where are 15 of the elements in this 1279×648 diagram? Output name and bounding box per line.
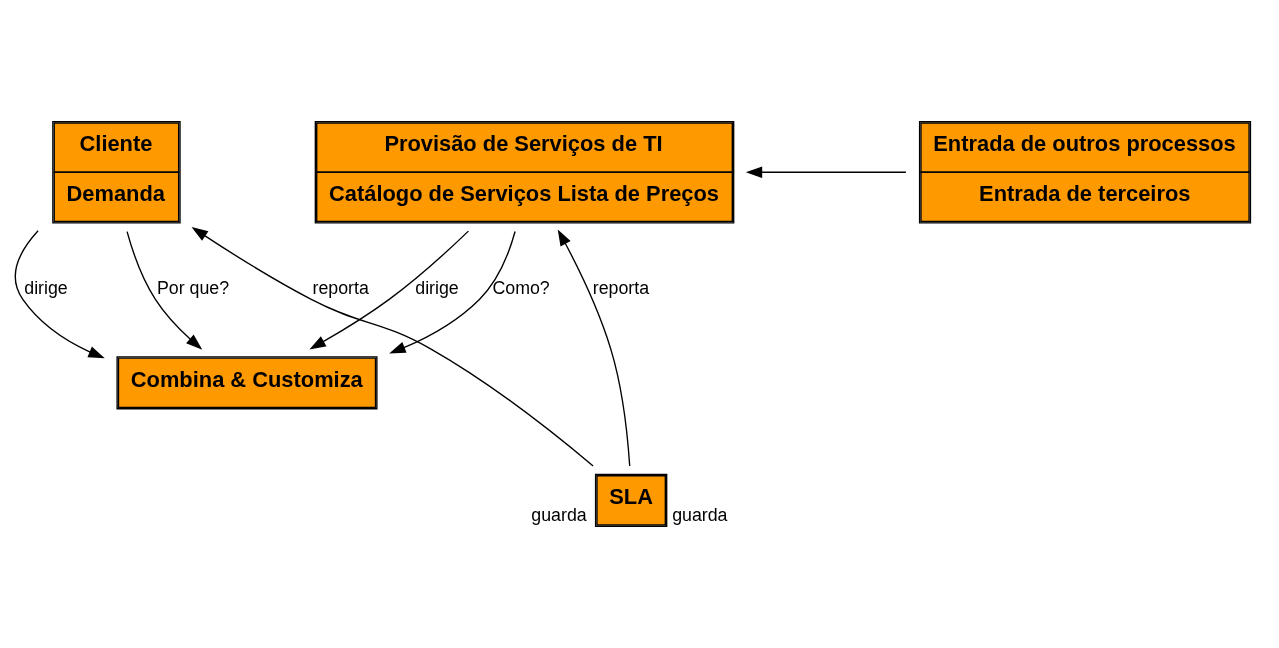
arrow [389, 230, 516, 354]
node-label: guarda [672, 505, 728, 526]
edge-label: dirige [415, 278, 459, 299]
edge-label: Como? [492, 278, 550, 299]
edge-label: Por que? [156, 278, 230, 299]
arrow [191, 226, 594, 467]
arrow [557, 229, 631, 467]
node-label: guarda [531, 505, 587, 526]
edge-label: reporta [592, 278, 650, 299]
edge-label: dirige [24, 278, 68, 299]
arrow [14, 230, 105, 359]
arrow [309, 230, 470, 350]
arrow [745, 166, 907, 178]
arrow [126, 230, 203, 350]
edge-label: reporta [312, 278, 369, 299]
